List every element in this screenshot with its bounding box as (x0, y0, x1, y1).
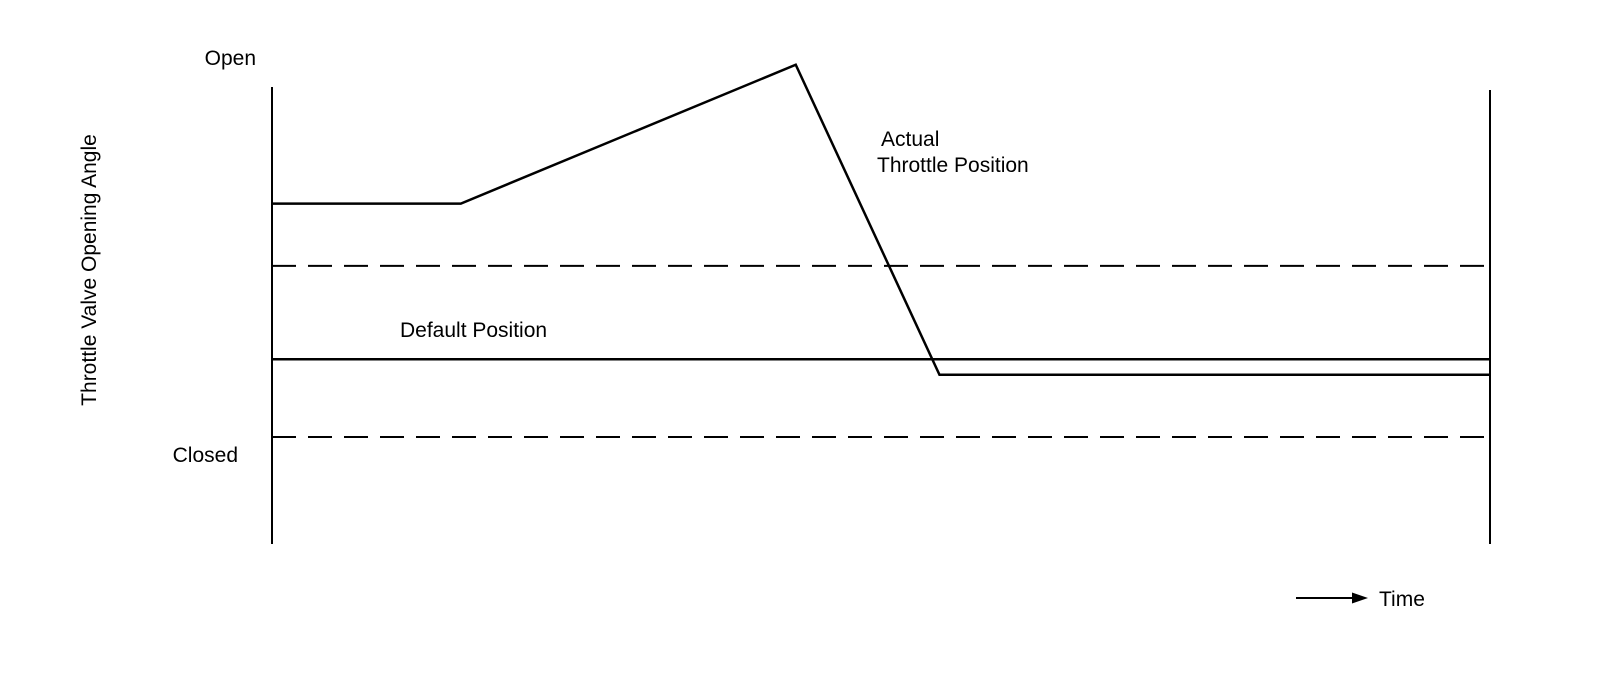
series-line-actual-throttle-position (272, 63, 1490, 377)
time-arrow (1296, 592, 1368, 604)
y-tick-closed: Closed (173, 444, 238, 467)
series-lines (272, 63, 1490, 377)
y-tick-open: Open (205, 47, 256, 70)
series-label-default-position: Default Position (400, 319, 547, 342)
actual-label-line-0: Actual (881, 128, 939, 151)
actual-label-line-1: Throttle Position (877, 154, 1029, 177)
y-axis-label: Throttle Valve Opening Angle (78, 134, 101, 406)
x-axis-label: Time (1379, 588, 1425, 611)
reference-lines (272, 264, 1490, 438)
